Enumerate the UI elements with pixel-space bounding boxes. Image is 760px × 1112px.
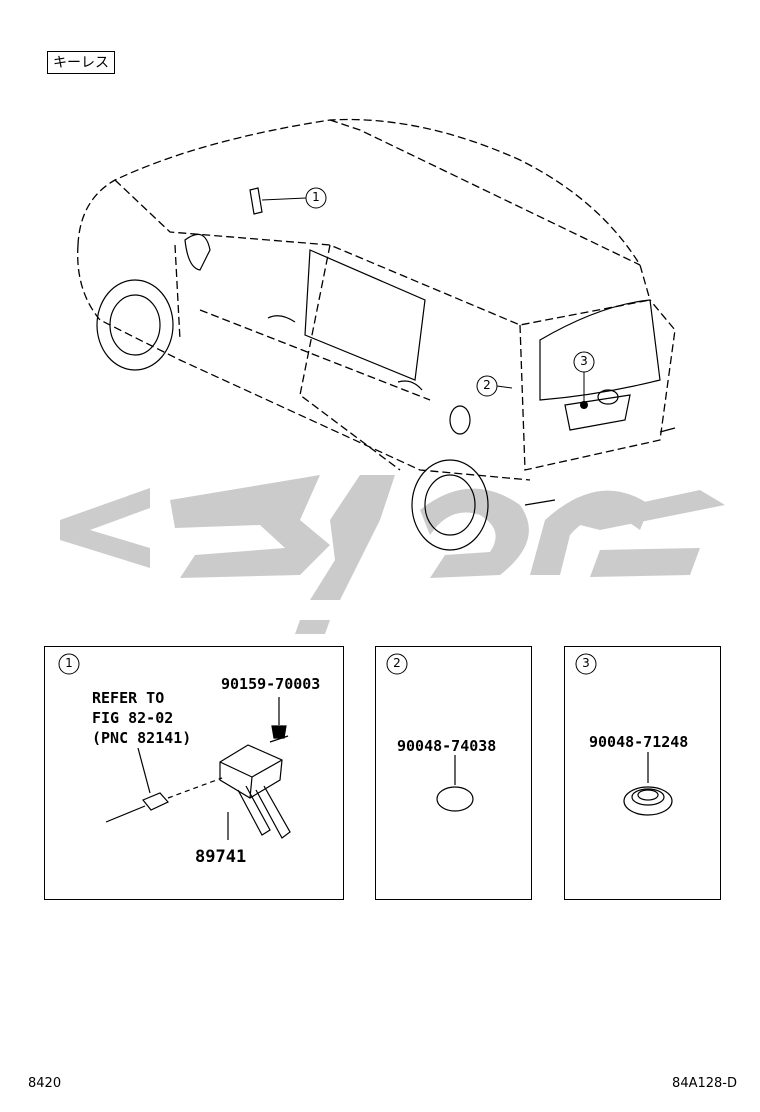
- detail-panel-2: [375, 646, 532, 900]
- grommet-icon: [623, 752, 673, 816]
- panel-number-circles: [58, 653, 597, 675]
- category-tag: キーレス: [47, 51, 115, 74]
- module-illustration: [105, 697, 291, 840]
- oval-plug-icon: [436, 755, 474, 812]
- car-outline: [77, 118, 676, 481]
- grommet-part-number: 90048-71248: [589, 733, 689, 751]
- panel-3-number: 3: [582, 656, 590, 670]
- refer-line-1: REFER TO: [92, 689, 165, 707]
- callout-3: 3: [580, 354, 588, 368]
- panel-1-number: 1: [65, 656, 73, 670]
- callout-2: 2: [483, 378, 491, 392]
- module-part-number: 89741: [195, 847, 247, 867]
- refer-line-2: FIG 82-02: [92, 709, 174, 727]
- screw-icon: [269, 697, 289, 743]
- plug-icon: [105, 777, 223, 823]
- watermark-logo: [60, 475, 725, 634]
- page-code: 8420: [28, 1076, 62, 1091]
- car-detail-lines: [96, 187, 676, 551]
- callout-leaders: [261, 197, 585, 402]
- screw-part-number: 90159-70003: [221, 675, 321, 693]
- callout-1: 1: [312, 190, 320, 204]
- callout-circles: [305, 187, 595, 397]
- detail-panel-1: [44, 646, 344, 900]
- plug-part-number: 90048-74038: [397, 737, 497, 755]
- receiver-module-icon: [219, 744, 291, 839]
- refer-line-3: (PNC 82141): [92, 729, 192, 747]
- detail-panel-3: [564, 646, 721, 900]
- panel-2-number: 2: [393, 656, 401, 670]
- figure-id: 84A128-D: [672, 1076, 737, 1091]
- grommet-location-marker: [580, 401, 588, 409]
